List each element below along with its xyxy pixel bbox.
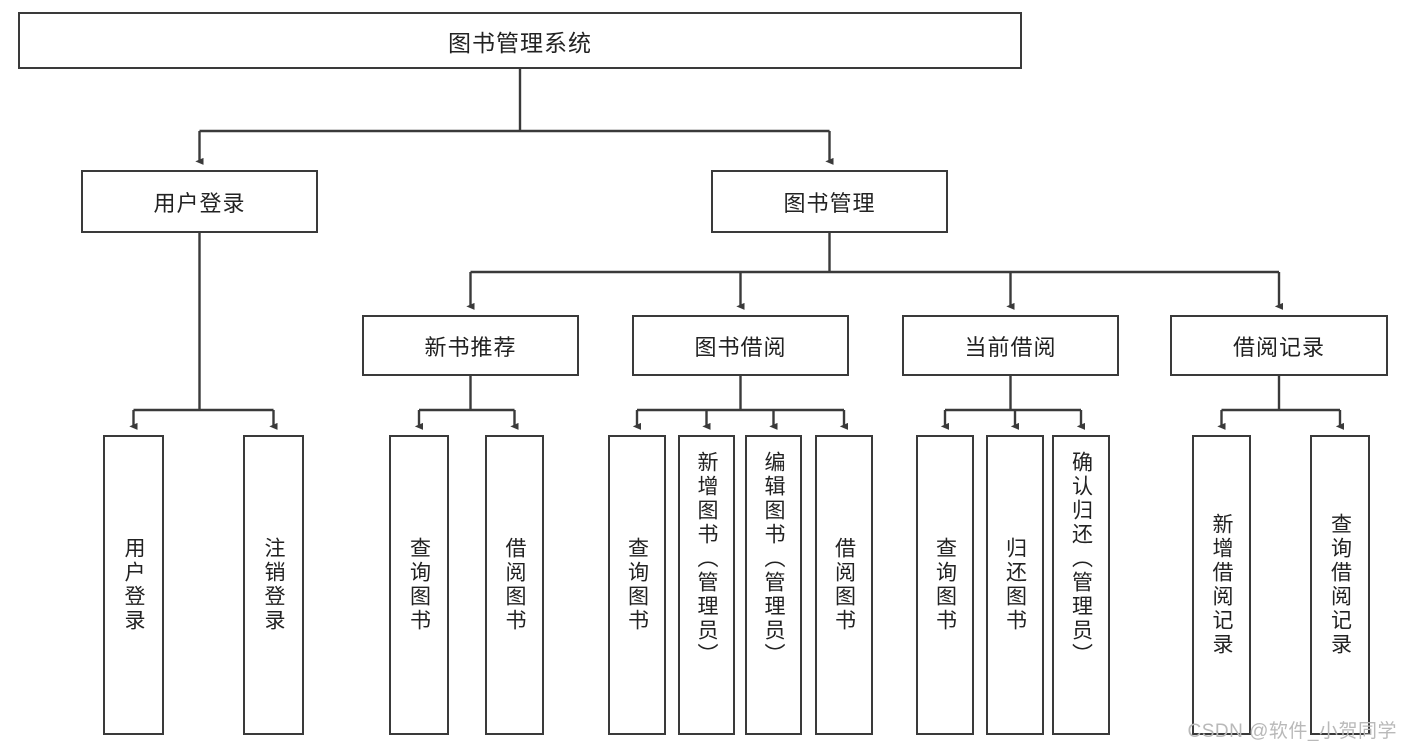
node-leaf-2[interactable]: 查询图书	[389, 435, 449, 735]
node-leaf-1[interactable]: 注销登录	[243, 435, 304, 735]
node-leaf-label: 归还图书	[1003, 537, 1027, 633]
node-level3-1[interactable]: 图书借阅	[632, 315, 849, 376]
node-level3-label: 借阅记录	[1232, 334, 1325, 360]
node-level2-1[interactable]: 图书管理	[711, 170, 948, 233]
node-leaf-0[interactable]: 用户登录	[103, 435, 164, 735]
node-level3-label: 当前借阅	[964, 334, 1057, 360]
node-leaf-4[interactable]: 查询图书	[608, 435, 666, 735]
node-level3-0[interactable]: 新书推荐	[362, 315, 579, 376]
node-leaf-label: 编辑图书（管理员）	[762, 451, 785, 667]
node-leaf-label: 用户登录	[122, 537, 145, 633]
node-leaf-6[interactable]: 编辑图书（管理员）	[745, 435, 802, 735]
node-leaf-label: 查询图书	[407, 537, 431, 633]
node-leaf-label: 新增借阅记录	[1210, 513, 1233, 657]
node-leaf-7[interactable]: 借阅图书	[815, 435, 873, 735]
node-leaf-label: 注销登录	[262, 537, 285, 633]
node-leaf-8[interactable]: 查询图书	[916, 435, 974, 735]
node-level3-label: 图书借阅	[694, 334, 787, 360]
node-leaf-label: 借阅图书	[832, 537, 856, 633]
node-level3-label: 新书推荐	[424, 334, 517, 360]
node-level2-label: 用户登录	[153, 190, 246, 216]
node-root[interactable]: 图书管理系统	[18, 12, 1022, 69]
node-leaf-10[interactable]: 确认归还（管理员）	[1052, 435, 1110, 735]
node-leaf-label: 新增图书（管理员）	[695, 451, 718, 667]
node-level2-label: 图书管理	[783, 190, 876, 216]
node-level2-0[interactable]: 用户登录	[81, 170, 318, 233]
node-leaf-11[interactable]: 新增借阅记录	[1192, 435, 1251, 735]
node-leaf-9[interactable]: 归还图书	[986, 435, 1044, 735]
node-leaf-label: 确认归还（管理员）	[1069, 451, 1093, 667]
node-leaf-label: 查询图书	[933, 537, 957, 633]
node-leaf-3[interactable]: 借阅图书	[485, 435, 544, 735]
node-leaf-5[interactable]: 新增图书（管理员）	[678, 435, 735, 735]
watermark: CSDN @软件_小贺同学	[1187, 721, 1397, 742]
node-level3-3[interactable]: 借阅记录	[1170, 315, 1388, 376]
node-leaf-label: 查询借阅记录	[1328, 513, 1352, 657]
node-root-label: 图书管理系统	[448, 29, 592, 56]
node-leaf-label: 借阅图书	[503, 537, 526, 633]
node-level3-2[interactable]: 当前借阅	[902, 315, 1119, 376]
node-leaf-label: 查询图书	[625, 537, 649, 633]
node-leaf-12[interactable]: 查询借阅记录	[1310, 435, 1370, 735]
